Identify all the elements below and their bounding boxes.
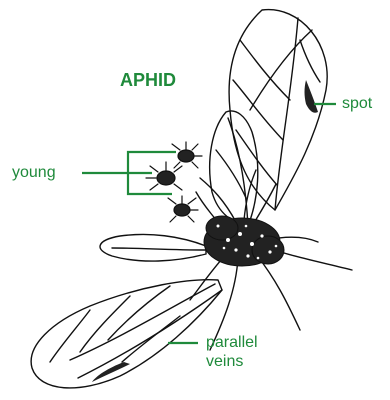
young-aphids [146,142,202,222]
diagram-title: APHID [120,70,176,90]
young-aphid-bottom [168,196,198,222]
wing-spot [305,80,319,113]
veins-label-line2: veins [206,352,243,372]
legs [190,184,352,350]
young-aphid-top [172,142,202,168]
veins-label-line1: parallel [206,333,258,353]
young-label: young [12,163,56,183]
rear-wing [100,234,206,261]
lower-wing-stigma [92,362,130,382]
aphid-body [204,216,284,266]
middle-wing [210,111,258,226]
spot-label: spot [342,94,372,114]
